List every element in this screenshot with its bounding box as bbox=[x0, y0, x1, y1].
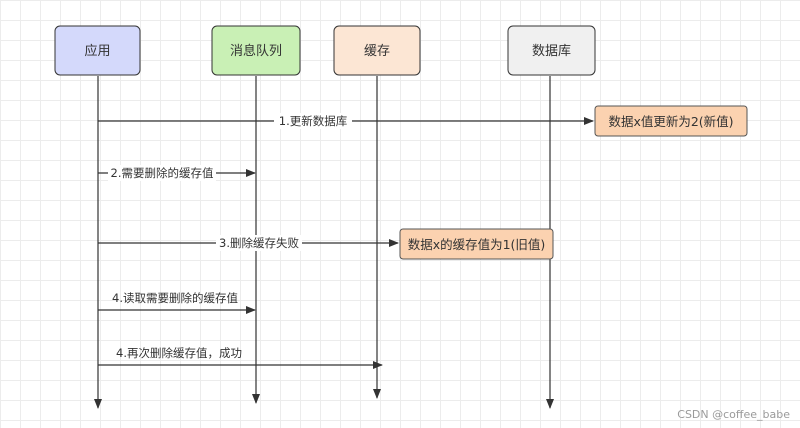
message-1: 1.更新数据库 bbox=[98, 113, 594, 129]
actor-box bbox=[54, 25, 141, 76]
actor-box bbox=[333, 25, 421, 76]
actor-label: 应用 bbox=[84, 43, 110, 59]
actor-label: 数据库 bbox=[532, 43, 571, 59]
message-4: 4.读取需要删除的缓存值 bbox=[98, 291, 256, 314]
message-label: 1.更新数据库 bbox=[279, 114, 347, 128]
note-box bbox=[399, 228, 554, 260]
message-label: 4.读取需要删除的缓存值 bbox=[112, 291, 238, 305]
watermark: CSDN @coffee_babe bbox=[677, 408, 790, 421]
note-label: 数据x的缓存值为1(旧值) bbox=[408, 237, 546, 252]
note-db-new-value: 数据x值更新为2(新值) bbox=[594, 105, 748, 137]
message-3: 3.删除缓存失败 bbox=[98, 235, 399, 251]
actor-mq: 消息队列 bbox=[211, 25, 301, 76]
message-2: 2.需要删除的缓存值 bbox=[98, 165, 256, 181]
actor-db: 数据库 bbox=[507, 25, 596, 76]
actor-app: 应用 bbox=[54, 25, 141, 76]
actor-box bbox=[507, 25, 596, 76]
message-5: 4.再次删除缓存值，成功 bbox=[98, 346, 383, 369]
note-label: 数据x值更新为2(新值) bbox=[608, 114, 733, 129]
actor-label: 缓存 bbox=[364, 44, 390, 59]
note-box bbox=[594, 105, 748, 137]
actor-cache: 缓存 bbox=[333, 25, 421, 76]
message-label: 3.删除缓存失败 bbox=[219, 236, 299, 250]
message-label-bg bbox=[108, 165, 216, 181]
actor-box bbox=[211, 25, 301, 76]
message-label: 2.需要删除的缓存值 bbox=[111, 166, 214, 180]
message-label: 4.再次删除缓存值，成功 bbox=[116, 346, 242, 360]
message-label-bg bbox=[274, 113, 352, 129]
note-cache-old-value: 数据x的缓存值为1(旧值) bbox=[399, 228, 554, 260]
actor-label: 消息队列 bbox=[230, 43, 282, 59]
message-label-bg bbox=[216, 235, 302, 251]
